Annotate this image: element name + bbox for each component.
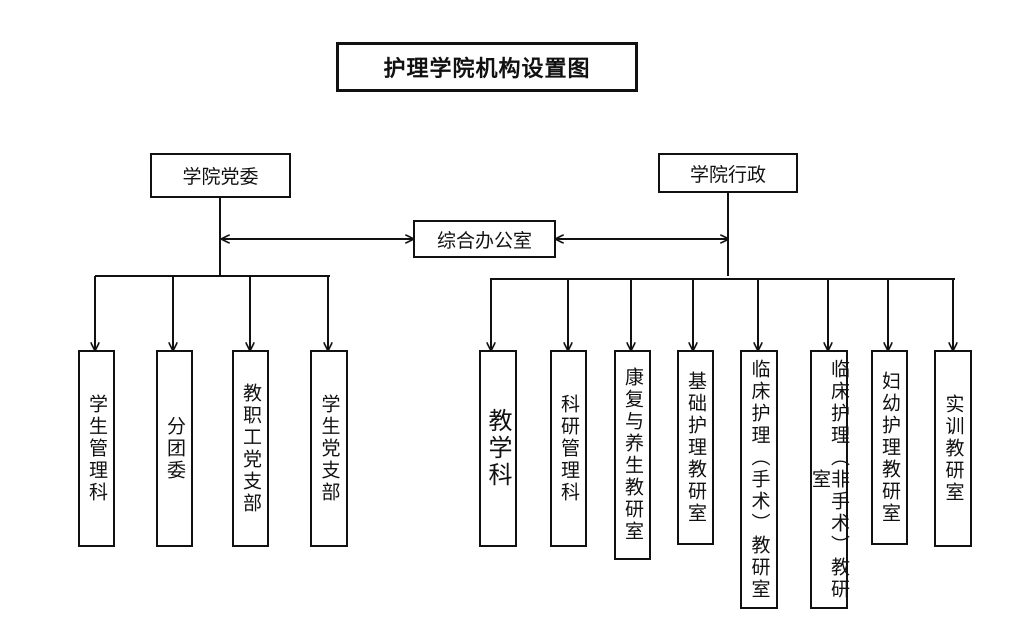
admin-unit-clinical-surgical: 临床护理（手术）教研室 (740, 350, 778, 609)
party-unit-label: 学生管理科 (86, 393, 108, 504)
party-unit-youth-league: 分团委 (156, 350, 193, 547)
admin-unit-basic-nursing: 基础护理教研室 (677, 350, 714, 545)
admin-unit-label: 科研管理科 (558, 393, 580, 504)
admin-unit-teaching: 教学科 (479, 350, 517, 547)
admin-unit-label: 康复与养生教研室 (622, 367, 644, 543)
party-unit-label: 学生党支部 (318, 393, 341, 504)
general-office-box: 综合办公室 (413, 220, 556, 258)
admin-unit-research: 科研管理科 (550, 350, 587, 547)
admin-unit-label: 实训教研室 (942, 393, 965, 504)
party-committee-box: 学院党委 (150, 153, 291, 198)
admin-unit-label: 临床护理（手术）教研室 (748, 358, 771, 601)
party-unit-label: 教职工党支部 (240, 382, 262, 515)
administration-box: 学院行政 (658, 153, 798, 193)
admin-unit-training: 实训教研室 (934, 350, 972, 547)
chart-title: 护理学院机构设置图 (336, 42, 638, 92)
party-unit-student-affairs: 学生管理科 (78, 350, 115, 547)
admin-unit-rehab: 康复与养生教研室 (614, 350, 651, 560)
admin-unit-clinical-nonsurgical: 临床护理（非手术）教研室 (809, 350, 850, 609)
admin-unit-label: 基础护理教研室 (685, 370, 707, 525)
admin-unit-maternal-child: 妇幼护理教研室 (871, 350, 908, 545)
admin-unit-label: 教学科 (484, 408, 512, 489)
admin-unit-label: 妇幼护理教研室 (879, 370, 901, 525)
party-unit-staff-branch: 教职工党支部 (232, 350, 269, 547)
party-unit-label: 分团委 (164, 415, 186, 482)
party-unit-student-branch: 学生党支部 (310, 350, 348, 547)
admin-unit-label: 临床护理（非手术）教研室 (809, 358, 850, 601)
